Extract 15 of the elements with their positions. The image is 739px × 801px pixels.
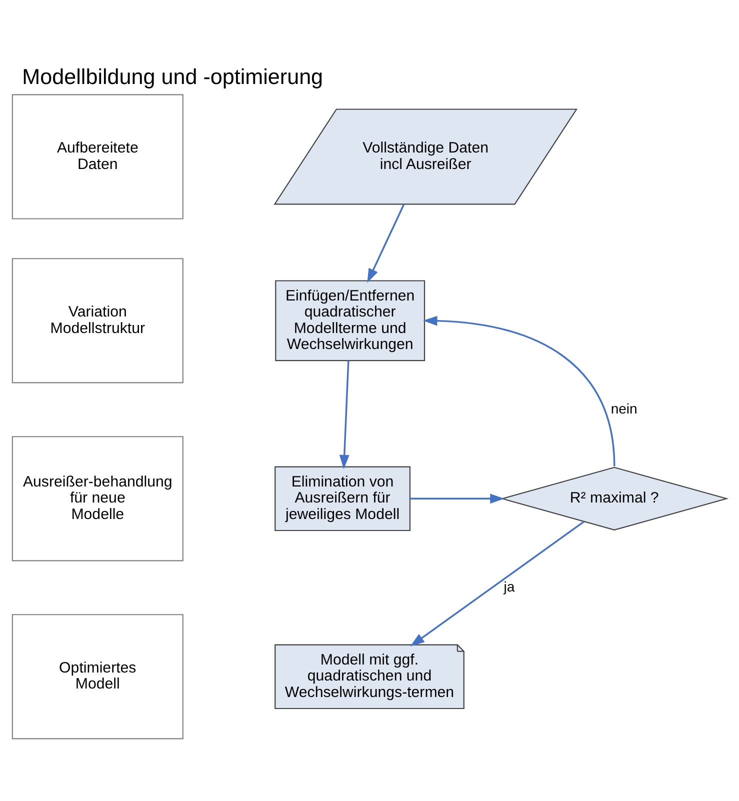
- node-box: Ausreißer-behandlung für neue Modelle: [12, 436, 184, 562]
- arrow: [422, 316, 616, 466]
- node-diamond: R² maximal ?: [500, 466, 729, 531]
- node-box: Einfügen/Entfernen quadratischer Modellterme und Wechselwirkungen: [275, 280, 426, 362]
- node-box: Optimiertes Modell: [12, 614, 184, 740]
- arrow: [367, 204, 405, 283]
- edge-label: ja: [504, 578, 515, 594]
- arrow: [339, 360, 350, 470]
- diagram-title: Modellbildung und -optimierung: [22, 64, 324, 89]
- edge-label: nein: [610, 400, 638, 416]
- node-box: Elimination von Ausreißern für jeweiliges Modell: [274, 466, 410, 532]
- node-box: Aufbereitete Daten: [12, 94, 184, 220]
- node-box: Variation Modellstruktur: [12, 258, 184, 384]
- arrow: [410, 494, 504, 504]
- arrow: [410, 520, 584, 646]
